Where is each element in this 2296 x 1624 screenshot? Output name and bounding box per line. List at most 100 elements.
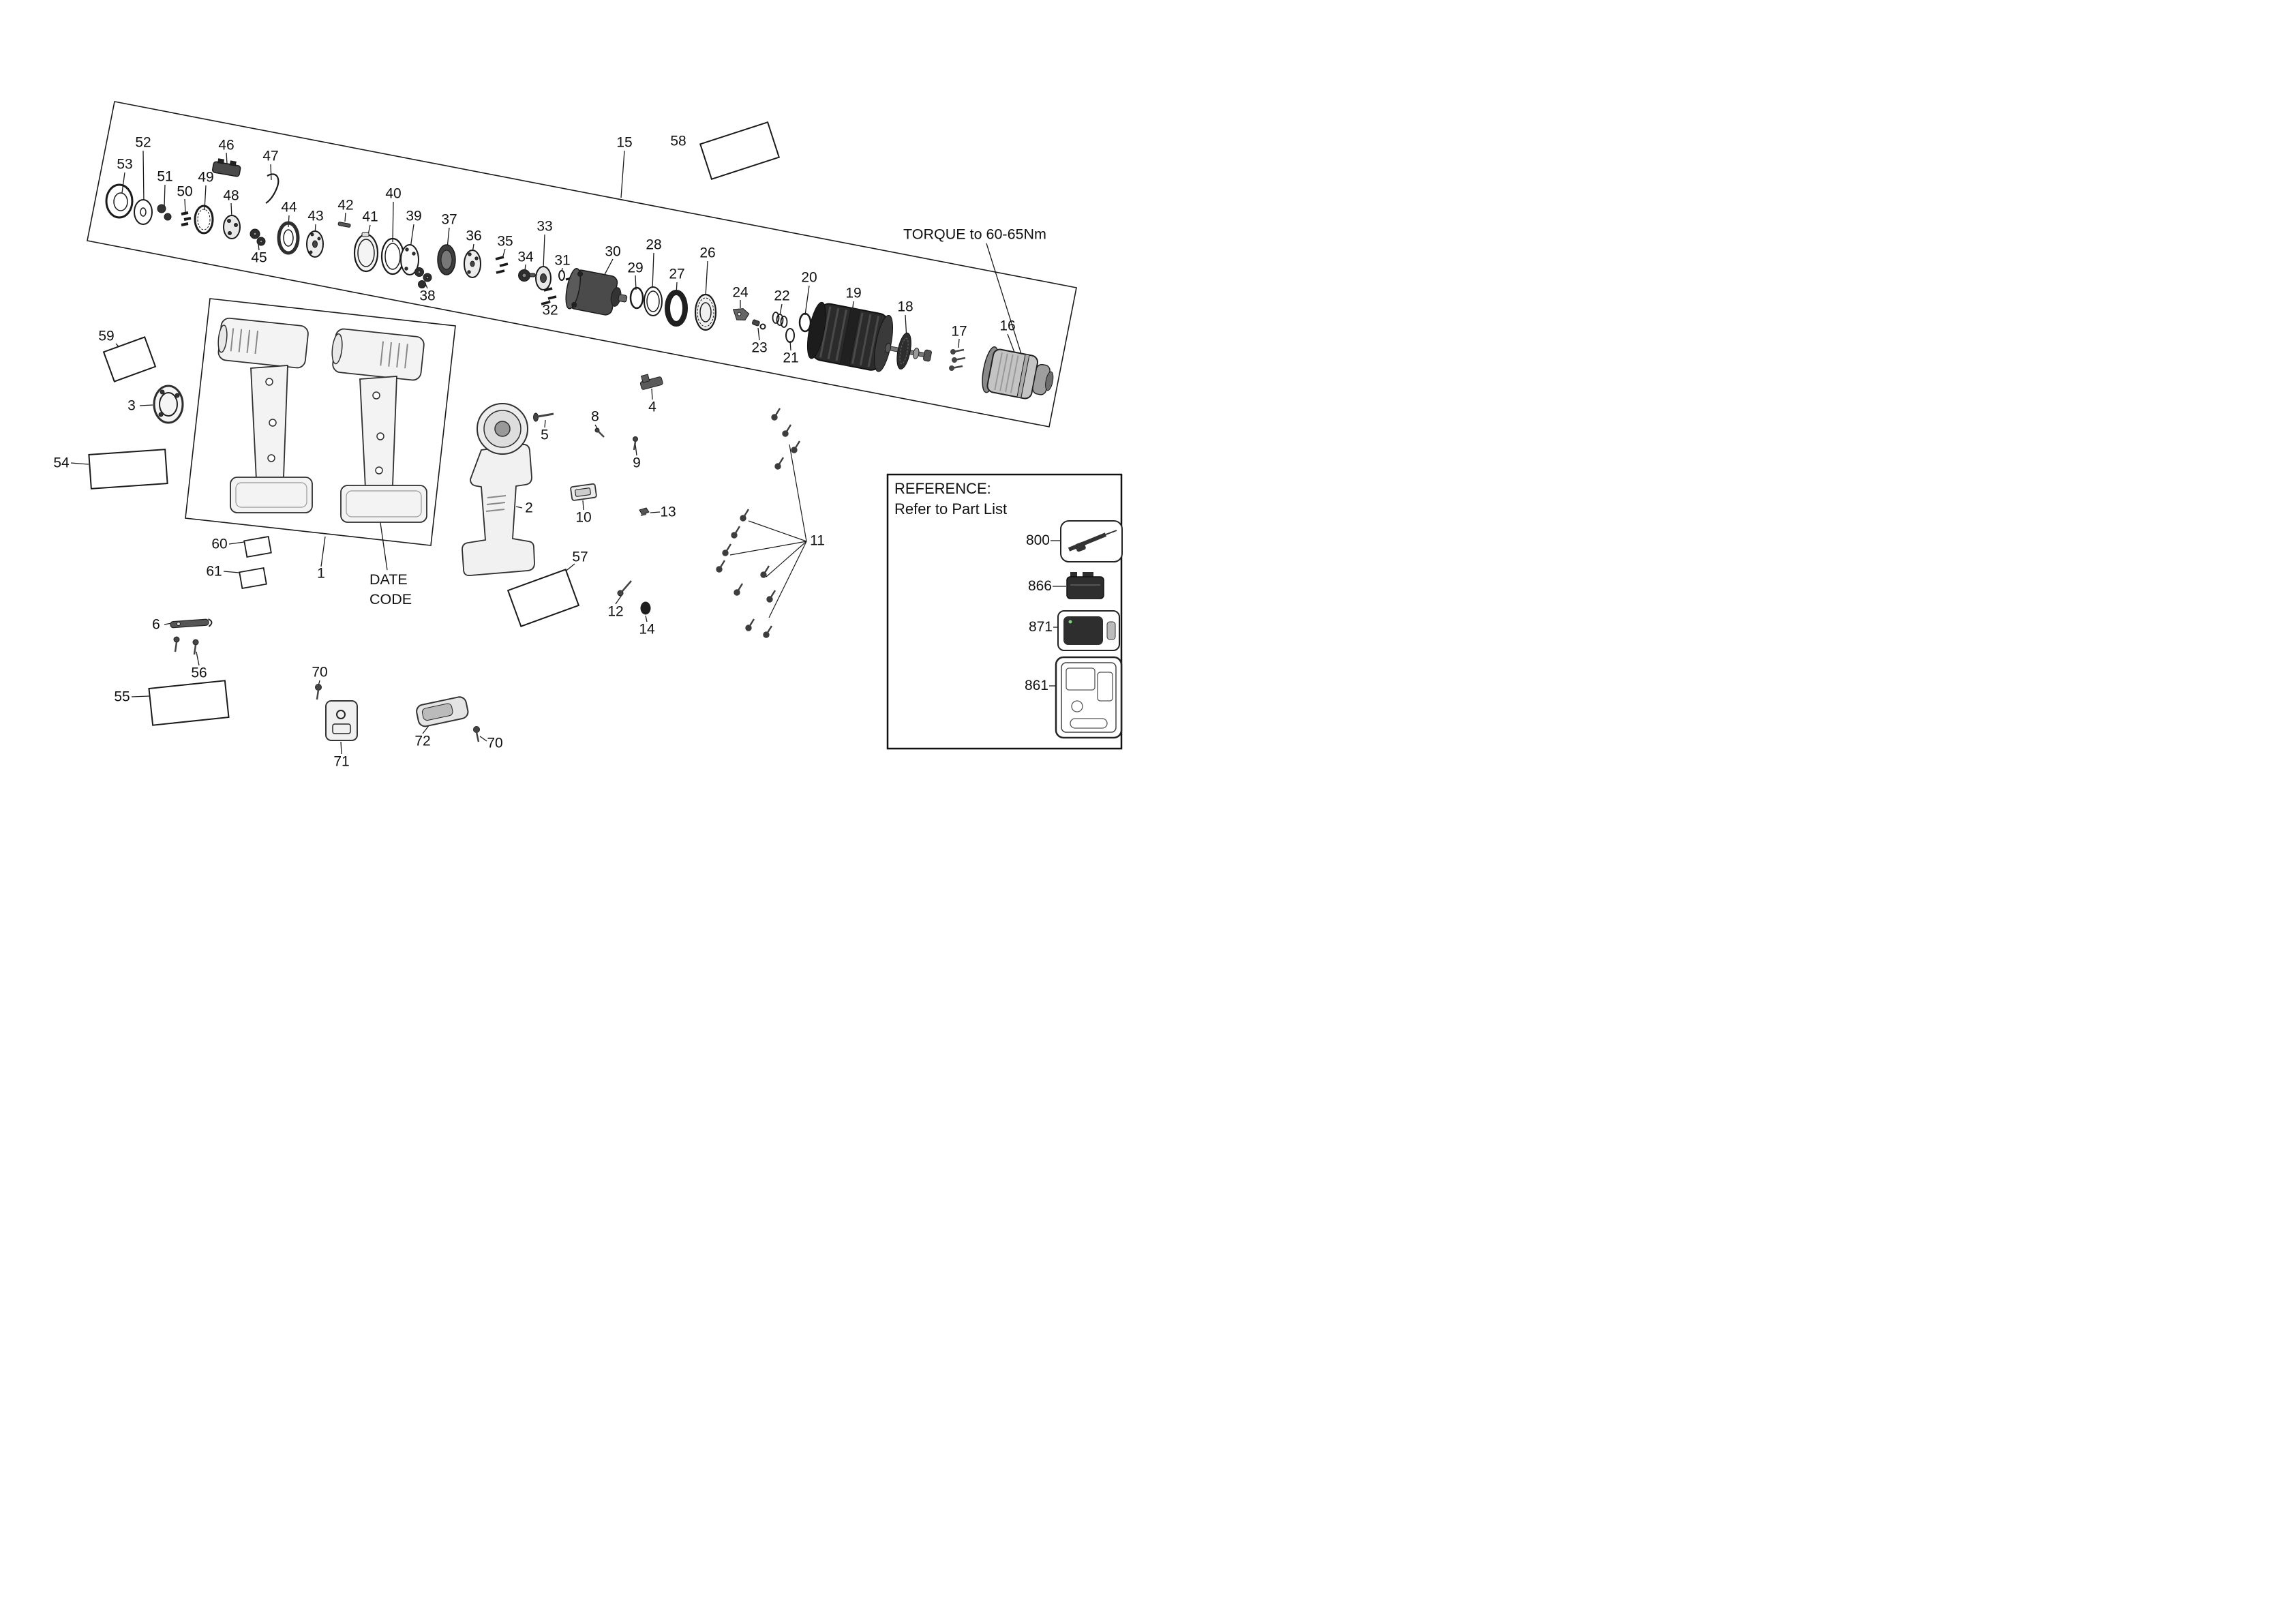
callout-57: 57 [572, 549, 588, 565]
callout-3: 3 [127, 397, 136, 414]
callout-31: 31 [554, 252, 571, 269]
part-22-spring [772, 312, 788, 328]
reference-box [886, 473, 1123, 750]
screw-set-11 [716, 408, 807, 638]
part-30-gearbox [565, 268, 628, 316]
callout-16: 16 [999, 318, 1016, 334]
callout-18: 18 [897, 299, 913, 315]
callout-29: 29 [627, 260, 644, 276]
callout-70-a: 70 [312, 664, 328, 680]
part-42-pin [337, 222, 351, 228]
part-70-screw-b [473, 726, 480, 742]
callout-36: 36 [466, 228, 482, 244]
battery-icon [1066, 572, 1104, 599]
callout-51: 51 [157, 168, 173, 185]
part-16-chuck [982, 346, 1054, 400]
part-52-washer [134, 199, 153, 225]
part-5-screw [533, 412, 554, 422]
callout-11: 11 [810, 532, 825, 549]
callout-22: 22 [774, 288, 790, 304]
callout-35: 35 [497, 233, 513, 250]
charger-icon [1057, 610, 1120, 651]
callout-23: 23 [751, 340, 768, 356]
part-48-gear-carrier [223, 215, 241, 239]
part-56-screws [173, 636, 199, 655]
part-34-sun-gear [518, 269, 536, 282]
callout-28: 28 [646, 237, 662, 253]
part-21-washer [785, 328, 795, 343]
callout-33: 33 [537, 218, 553, 235]
part-13-clip [639, 507, 650, 516]
part-44-ring-gear [277, 221, 300, 255]
callout-17: 17 [951, 323, 967, 340]
part-27-thick-ring [665, 290, 688, 327]
callout-24: 24 [732, 284, 749, 301]
callout-70-b: 70 [487, 735, 503, 751]
callout-55: 55 [114, 689, 130, 705]
callout-45: 45 [251, 250, 267, 266]
part-38-planet-gears [414, 267, 432, 288]
label-sticker-60 [243, 536, 272, 558]
callout-27: 27 [669, 266, 685, 282]
callout-34: 34 [517, 249, 534, 265]
part-26-collar [694, 293, 717, 331]
ref-item-800: 800 [1025, 532, 1050, 548]
callout-42: 42 [337, 197, 354, 213]
callout-60: 60 [211, 536, 228, 552]
callout-26: 26 [699, 245, 716, 261]
diagram-canvas [70, 101, 1123, 755]
callout-1: 1 [317, 565, 325, 582]
callout-46: 46 [218, 137, 235, 153]
callout-40: 40 [385, 185, 402, 202]
callout-9: 9 [633, 455, 641, 471]
part-35-pins [495, 256, 509, 274]
part-3-bearing-retainer [153, 385, 184, 424]
callout-38: 38 [419, 288, 436, 304]
part-45-planet-gears [250, 228, 266, 246]
part-40-ring [380, 237, 405, 275]
part-24-bracket [732, 308, 750, 320]
callout-37: 37 [441, 211, 457, 228]
part-6-belt-hook [170, 618, 213, 629]
callout-5: 5 [541, 427, 549, 443]
part-14-button [640, 601, 651, 615]
label-sticker-58 [699, 121, 781, 181]
part-70-screw-a [315, 684, 322, 700]
part-36-carrier-plate [464, 250, 481, 278]
ref-item-861: 861 [1024, 678, 1048, 693]
inline-tool-icon [1060, 520, 1123, 562]
callout-2: 2 [525, 500, 533, 516]
part-51-gears [157, 204, 172, 221]
label-sticker-61 [239, 567, 267, 589]
callout-39: 39 [406, 208, 422, 224]
ref-item-871: 871 [1028, 619, 1053, 635]
part-19-motor [806, 301, 894, 372]
part-10-bit-holder [570, 483, 597, 501]
kit-box-icon [1055, 656, 1123, 739]
callout-10: 10 [575, 509, 592, 526]
callout-21: 21 [783, 350, 799, 366]
exploded-view-boundary [87, 101, 1077, 427]
diagram-stage: 53 52 51 50 49 46 47 48 45 44 43 42 41 4… [0, 0, 1148, 812]
part-29-o-ring [629, 286, 644, 310]
label-sticker-55 [148, 680, 230, 726]
part-33-carrier [535, 266, 552, 290]
callout-47: 47 [262, 148, 279, 164]
part-72-cap [416, 696, 469, 727]
reference-title: REFERENCE: [894, 480, 991, 497]
part-4-clip [639, 374, 663, 390]
callout-61: 61 [206, 563, 222, 580]
label-sticker-57 [507, 569, 580, 627]
callout-54: 54 [53, 455, 70, 471]
callout-8: 8 [591, 408, 599, 425]
part-8-screw [594, 427, 605, 438]
clamshell-part-2 [462, 403, 535, 576]
part-53-end-cap [105, 183, 134, 219]
callout-19: 19 [845, 285, 862, 301]
part-50-pins [181, 211, 192, 226]
callout-43: 43 [307, 208, 324, 224]
part-20-retaining-ring [798, 312, 812, 333]
callout-30: 30 [605, 243, 621, 260]
part-23-detent [751, 319, 766, 330]
date-code-line2: CODE [369, 591, 412, 608]
